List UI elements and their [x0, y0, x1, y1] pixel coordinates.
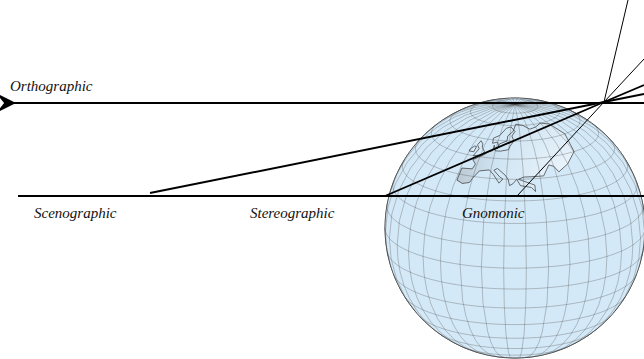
gnomonic-ray	[517, 59, 644, 196]
projection-label: Stereographic	[250, 206, 334, 221]
projection-lines	[14, 0, 644, 196]
projection-plane	[18, 195, 644, 197]
continent	[385, 98, 644, 358]
projection-label: Orthographic	[10, 79, 93, 94]
graticule	[385, 98, 644, 358]
scenographic-ray	[150, 94, 644, 193]
stereographic-ray	[385, 85, 644, 196]
globe	[385, 98, 644, 358]
orthographic-ray	[14, 102, 644, 104]
projection-label: Scenographic	[34, 206, 116, 221]
projection-label: Gnomonic	[462, 206, 525, 221]
ray	[604, 0, 628, 102]
continent	[469, 146, 477, 152]
sphere	[385, 98, 644, 358]
